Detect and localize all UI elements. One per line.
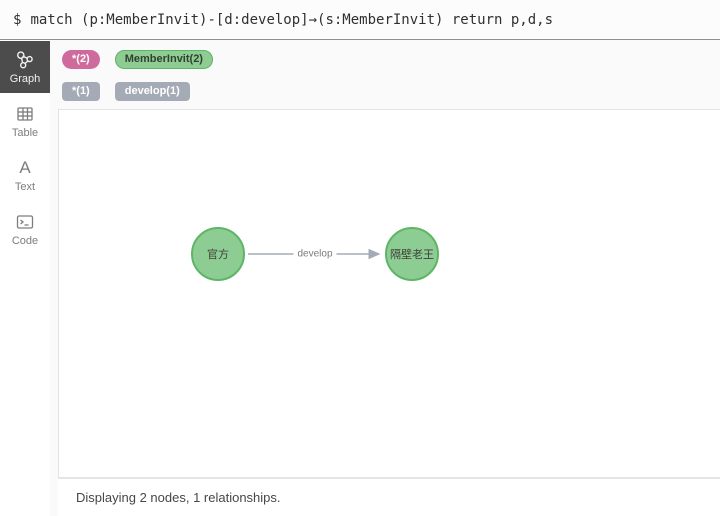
tab-text-label: Text — [14, 180, 36, 193]
tab-code[interactable]: Code — [0, 203, 50, 255]
rel-legend-row: *(1) develop(1) — [62, 82, 716, 101]
node-legend-row: *(2) MemberInvit(2) — [62, 50, 716, 69]
legend-panel: *(2) MemberInvit(2) *(1) develop(1) — [50, 40, 720, 109]
relationship-layer — [248, 248, 381, 260]
relationship-label[interactable]: develop — [293, 248, 337, 260]
graph-icon — [15, 50, 35, 70]
view-sidebar: Graph Table A — [0, 40, 50, 516]
tab-code-label: Code — [11, 234, 39, 247]
tab-graph[interactable]: Graph — [0, 41, 50, 93]
command-prompt: $ — [13, 11, 22, 28]
tab-table[interactable]: Table — [0, 95, 50, 147]
status-text: Displaying 2 nodes, 1 relationships. — [76, 490, 281, 505]
command-bar[interactable]: $ match (p:MemberInvit)-[d:develop]→(s:M… — [0, 0, 720, 40]
code-icon — [15, 212, 35, 232]
text-icon: A — [19, 158, 31, 177]
node-filter-memberinvit-pill[interactable]: MemberInvit(2) — [114, 50, 213, 69]
graph-node-s[interactable]: 隔壁老王 — [385, 227, 439, 281]
rel-filter-develop-pill[interactable]: develop(1) — [114, 82, 190, 101]
tab-graph-label: Graph — [9, 72, 41, 85]
tab-text[interactable]: A Text — [0, 149, 50, 201]
main-area: Graph Table A — [0, 40, 720, 516]
rel-filter-all-pill[interactable]: *(1) — [62, 82, 100, 101]
content-column: *(2) MemberInvit(2) *(1) develop(1) develo… — [50, 40, 720, 516]
status-bar: Displaying 2 nodes, 1 relationships. — [58, 478, 720, 516]
node-filter-all-pill[interactable]: *(2) — [62, 50, 100, 69]
command-query: match (p:MemberInvit)-[d:develop]→(s:Mem… — [30, 11, 554, 28]
tab-table-label: Table — [11, 126, 39, 139]
table-icon — [15, 104, 35, 124]
graph-node-p[interactable]: 官方 — [191, 227, 245, 281]
graph-canvas[interactable]: develop 官方 隔壁老王 — [58, 109, 720, 478]
